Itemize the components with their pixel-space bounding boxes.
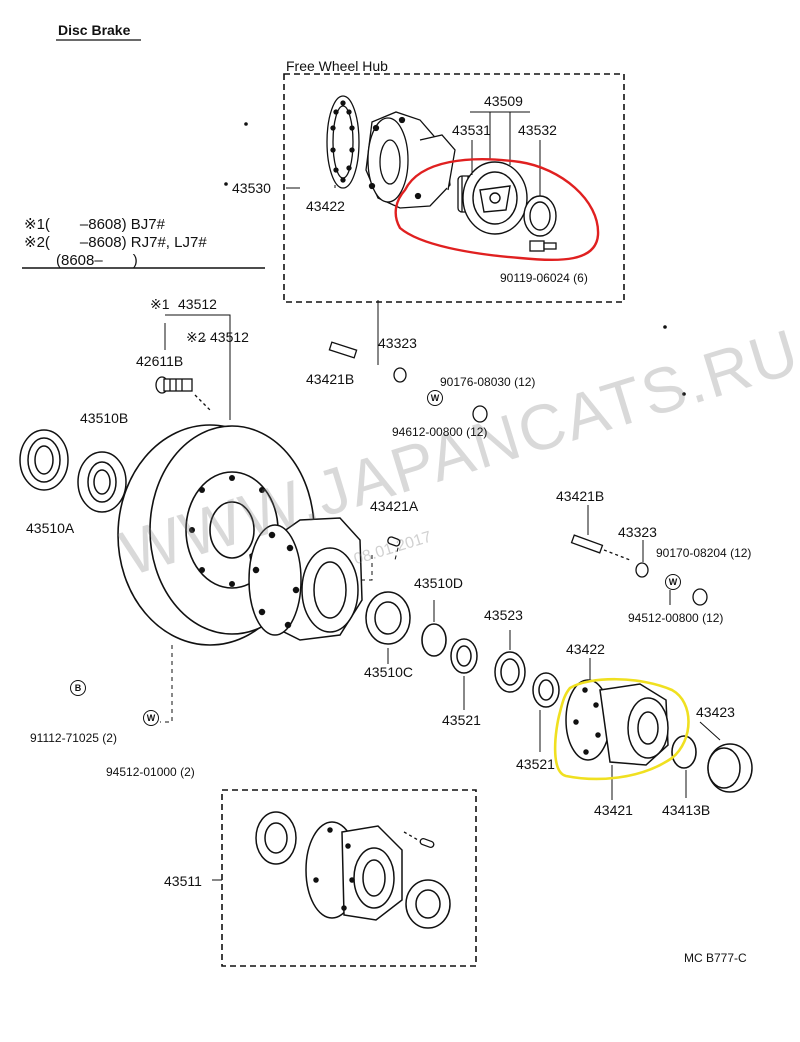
part-label-43512-1: 43512 [178, 296, 217, 312]
part-label-43510C: 43510C [364, 664, 414, 680]
hub-body-43530 [365, 111, 456, 209]
part-label-43511: 43511 [164, 873, 202, 889]
nut-90176 [472, 405, 488, 423]
lock-washer-43523 [494, 651, 526, 693]
hub-43511 [305, 821, 403, 921]
leaders-lower [387, 600, 721, 800]
part-label-43510B: 43510B [80, 410, 129, 426]
part-label-90119: 90119-06024 (6) [500, 271, 588, 285]
dot-mark [224, 182, 228, 186]
leaders-top [286, 111, 541, 196]
part-label-43531: 43531 [452, 122, 491, 138]
bearing-43510B [77, 451, 127, 513]
part-label-43422-top: 43422 [306, 198, 345, 214]
nut-43323-right [635, 562, 649, 578]
cap-43423 [707, 743, 753, 793]
pin-43421A [387, 536, 401, 547]
red-highlight [394, 158, 600, 262]
part-label-43323-right: 43323 [618, 524, 657, 540]
part-label-43532: 43532 [518, 122, 557, 138]
footer-code: MC B777-C [684, 951, 747, 965]
note-line-3: (8608– ) [56, 252, 138, 269]
nut-90170 [692, 588, 708, 606]
bearing-43510C [365, 591, 411, 645]
part-label-43510A: 43510A [26, 520, 75, 536]
note-line-1: ※1( –8608) BJ7# [24, 216, 165, 233]
w-badge-right: W [665, 574, 681, 590]
dot-mark [244, 122, 248, 126]
stud-43421B-right [570, 534, 631, 561]
part-label-43523: 43523 [484, 607, 523, 623]
pin-43511 [403, 831, 435, 849]
hub-bolt-42611B [155, 376, 211, 411]
snap-ring-43510D [421, 623, 447, 657]
part-label-43530: 43530 [232, 180, 271, 196]
part-label-90176: 90176-08030 (12) [440, 375, 536, 389]
bolt-90119 [529, 240, 557, 252]
part-label-90170: 90170-08204 (12) [656, 546, 752, 560]
hub-body-43421 [565, 679, 669, 766]
part-label-94612-top: 94612-00800 (12) [392, 425, 488, 439]
part-label-43323-top: 43323 [378, 335, 417, 351]
b-badge: B [70, 680, 86, 696]
dot-mark [682, 392, 686, 396]
w-badge-bottom: W [143, 710, 159, 726]
part-label-43421B-top: 43421B [306, 371, 355, 387]
part-label-43509: 43509 [484, 93, 523, 109]
leaders-right [587, 505, 671, 605]
leaders-43512 [164, 300, 379, 420]
part-label-43421B-right: 43421B [556, 488, 605, 504]
seal-43510A [19, 429, 69, 491]
part-label-43510D: 43510D [414, 575, 464, 591]
axle-hub [248, 517, 363, 641]
gasket-43422-top [326, 95, 360, 189]
part-label-43421A: 43421A [370, 498, 419, 514]
part-label-43512-2: 43512 [210, 329, 249, 345]
nut-43521-a [450, 638, 478, 674]
part-label-43421: 43421 [594, 802, 633, 818]
w-badge-top: W [427, 390, 443, 406]
part-label-42611B: 42611B [136, 353, 184, 369]
bearing-43511-left [255, 811, 297, 865]
page-title: Disc Brake [58, 22, 131, 38]
nut-43323-top [393, 367, 407, 383]
part-label-94512-bottom: 94512-01000 (2) [106, 765, 195, 779]
assembly-43511-box [221, 789, 477, 967]
free-wheel-hub-box [283, 73, 625, 303]
part-label-94512-right: 94512-00800 (12) [628, 611, 724, 625]
note-line-2: ※2( –8608) RJ7#, LJ7# [24, 234, 207, 251]
mark-1: ※1 [150, 296, 170, 312]
yellow-highlight [553, 677, 690, 781]
free-wheel-hub-title: Free Wheel Hub [286, 58, 388, 74]
stud-43421B-top [328, 341, 358, 359]
part-label-43521-a: 43521 [442, 712, 481, 728]
dot-mark [663, 325, 667, 329]
part-label-43521-b: 43521 [516, 756, 555, 772]
part-label-91112: 91112-71025 (2) [30, 731, 117, 745]
o-ring-43532 [523, 195, 557, 237]
part-label-43422-bottom: 43422 [566, 641, 605, 657]
part-label-43413B: 43413B [662, 802, 711, 818]
bearing-43511-right [405, 879, 451, 929]
part-label-43423: 43423 [696, 704, 735, 720]
hub-dial-43509 [462, 161, 528, 235]
nut-43521-b [532, 672, 560, 708]
snap-ring-43413B [671, 735, 697, 769]
mark-2: ※2 [186, 329, 206, 345]
